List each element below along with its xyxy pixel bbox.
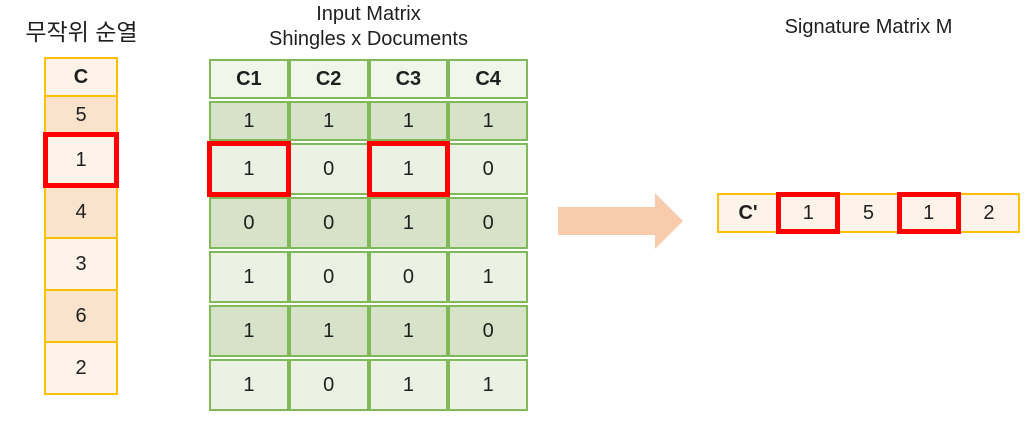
matrix-cell: 1 bbox=[368, 101, 449, 141]
column-header-c4: C4 bbox=[448, 59, 528, 99]
matrix-cell: 1 bbox=[448, 251, 528, 303]
column-header-c2: C2 bbox=[288, 59, 369, 99]
matrix-cell: 1 bbox=[368, 197, 449, 249]
input-matrix-title-line1: Input Matrix bbox=[316, 3, 421, 25]
table-row: 1 0 0 1 bbox=[209, 251, 528, 303]
permutation-table: C 5 1 4 3 6 2 bbox=[43, 57, 119, 395]
column-header-c1: C1 bbox=[209, 59, 289, 99]
matrix-cell: 1 bbox=[288, 305, 369, 357]
signature-cell: 5 bbox=[837, 193, 900, 233]
matrix-cell: 0 bbox=[288, 359, 369, 411]
signature-cell-highlighted: 1 bbox=[776, 192, 841, 234]
matrix-cell: 0 bbox=[288, 197, 369, 249]
table-row: 6 bbox=[44, 289, 118, 343]
permutation-cell: 5 bbox=[44, 95, 118, 135]
matrix-cell: 0 bbox=[288, 143, 369, 195]
table-row: C' 1 5 1 2 bbox=[716, 192, 1021, 234]
matrix-cell: 1 bbox=[209, 101, 289, 141]
table-row: 0 0 1 0 bbox=[209, 197, 528, 249]
permutation-cell: 6 bbox=[44, 289, 118, 343]
signature-header-cell: C' bbox=[716, 193, 780, 233]
matrix-cell: 1 bbox=[288, 101, 369, 141]
permutation-cell-highlighted: 1 bbox=[43, 132, 119, 188]
table-row: 1 0 1 0 bbox=[207, 141, 528, 197]
matrix-cell: 1 bbox=[209, 359, 289, 411]
matrix-cell: 0 bbox=[288, 251, 369, 303]
table-row: 2 bbox=[44, 341, 118, 395]
table-row: 4 bbox=[44, 185, 118, 239]
table-row: 5 bbox=[44, 95, 118, 135]
matrix-cell: 1 bbox=[209, 305, 289, 357]
input-matrix-table: C1 C2 C3 C4 1 1 1 1 1 0 1 0 0 0 1 0 1 0 … bbox=[207, 57, 528, 413]
table-header-row: C1 C2 C3 C4 bbox=[209, 59, 528, 99]
signature-cell-highlighted: 1 bbox=[896, 192, 961, 234]
matrix-cell: 0 bbox=[368, 251, 449, 303]
signature-cell: 2 bbox=[957, 193, 1021, 233]
matrix-cell: 1 bbox=[448, 101, 528, 141]
table-row: 1 0 1 1 bbox=[209, 359, 528, 411]
permutation-cell: 2 bbox=[44, 341, 118, 395]
table-row: 3 bbox=[44, 237, 118, 291]
matrix-cell-highlighted: 1 bbox=[207, 141, 291, 197]
permutation-cell: 4 bbox=[44, 185, 118, 239]
signature-matrix-table: C' 1 5 1 2 bbox=[716, 192, 1021, 234]
matrix-cell: 1 bbox=[448, 359, 528, 411]
matrix-cell: 0 bbox=[448, 143, 528, 195]
matrix-cell: 0 bbox=[448, 305, 528, 357]
column-header-c3: C3 bbox=[368, 59, 449, 99]
matrix-cell: 0 bbox=[209, 197, 289, 249]
table-row: 1 1 1 1 bbox=[209, 101, 528, 141]
matrix-cell: 1 bbox=[368, 359, 449, 411]
matrix-cell: 1 bbox=[368, 305, 449, 357]
permutation-header-cell: C bbox=[44, 57, 118, 97]
permutation-cell: 3 bbox=[44, 237, 118, 291]
permutation-title: 무작위 순열 bbox=[25, 19, 138, 45]
signature-matrix-title: Signature Matrix M bbox=[784, 16, 953, 38]
input-matrix-title-line2: Shingles x Documents bbox=[269, 28, 468, 50]
table-row: 1 bbox=[43, 132, 119, 188]
matrix-cell: 1 bbox=[209, 251, 289, 303]
input-matrix-title: Input Matrix Shingles x Documents bbox=[209, 2, 528, 52]
table-row: C bbox=[44, 57, 118, 97]
matrix-cell: 0 bbox=[448, 197, 528, 249]
matrix-cell-highlighted: 1 bbox=[366, 141, 451, 197]
arrow-right-icon bbox=[558, 193, 683, 249]
table-row: 1 1 1 0 bbox=[209, 305, 528, 357]
